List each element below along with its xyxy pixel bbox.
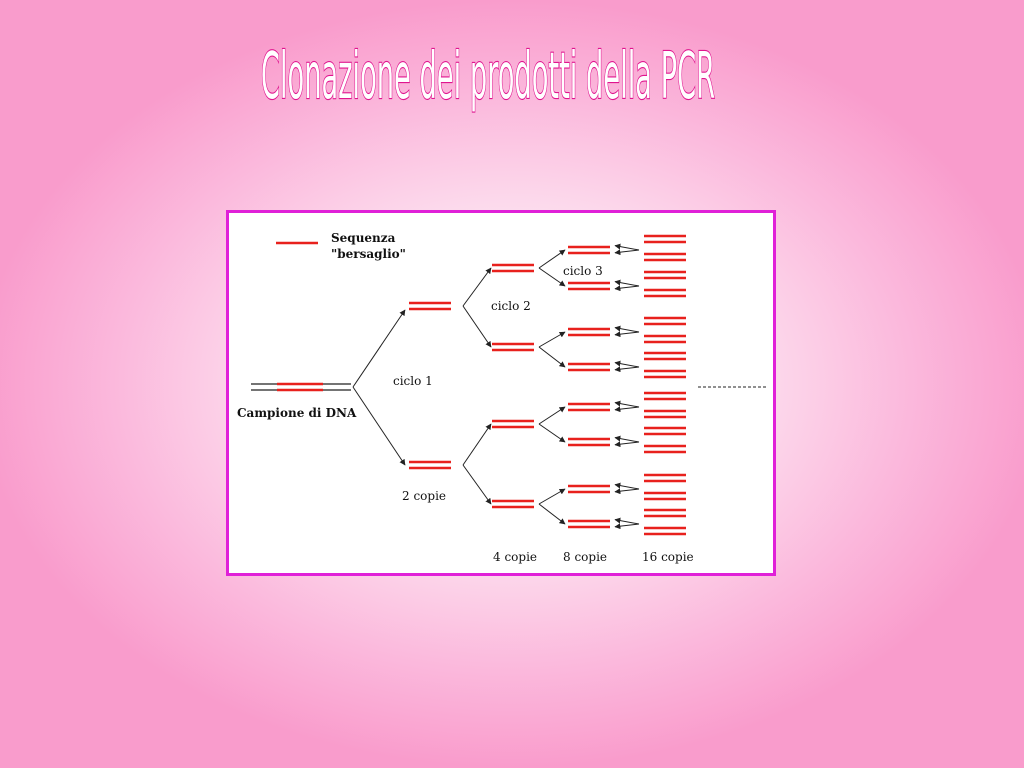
branch-arrow [538,331,566,348]
branch-arrow [614,435,640,443]
branch-arrow [614,406,640,413]
branch-arrow [538,346,566,368]
cycle2-label: ciclo 2 [491,299,531,313]
branch-arrow [538,423,566,443]
branch-arrow [538,503,566,525]
branch-arrow [538,249,566,269]
branch-arrow [614,279,640,287]
branch-arrow [352,309,406,388]
legend: Sequenza "bersaglio" [276,231,406,261]
branch-arrow [614,523,640,530]
slide-title-text: Clonazione dei prodotti della PCR [261,38,715,113]
copies-8-label: 8 copie [563,550,607,564]
branch-arrow [614,243,640,251]
branch-arrow [614,488,640,495]
branch-arrow [614,285,640,292]
copies-2-label: 2 copie [402,489,446,503]
cycle1-label: ciclo 1 [393,374,433,388]
copies-4-label: 4 copie [493,550,537,564]
pcr-diagram: Sequenza "bersaglio" Campione di DNA cic… [226,210,776,576]
branch-arrow [614,360,640,368]
branch-arrow [538,406,566,425]
branch-arrow [462,305,492,348]
branch-arrow [614,366,640,373]
branch-arrow [462,464,492,505]
copies-16-label: 16 copie [642,550,694,564]
branch-arrow [462,423,492,466]
cycle3-label: ciclo 3 [563,264,603,278]
branch-arrow [538,267,566,287]
branch-arrow [614,517,640,525]
branch-arrow [614,331,640,338]
branch-arrow [614,441,640,448]
branch-arrow [614,249,640,256]
branch-arrow [614,482,640,490]
branch-arrow [462,267,492,307]
branch-arrow [538,488,566,505]
slide-title: Clonazione dei prodotti della PCR [260,37,716,114]
branch-arrow [614,325,640,333]
sample-label: Campione di DNA [237,406,357,420]
amplification-tree [352,234,686,536]
legend-label-line1: Sequenza [331,231,396,245]
legend-label-line2: "bersaglio" [331,247,406,261]
branch-arrow [352,386,406,466]
branch-arrow [614,400,640,408]
dna-sample: Campione di DNA [237,382,357,420]
